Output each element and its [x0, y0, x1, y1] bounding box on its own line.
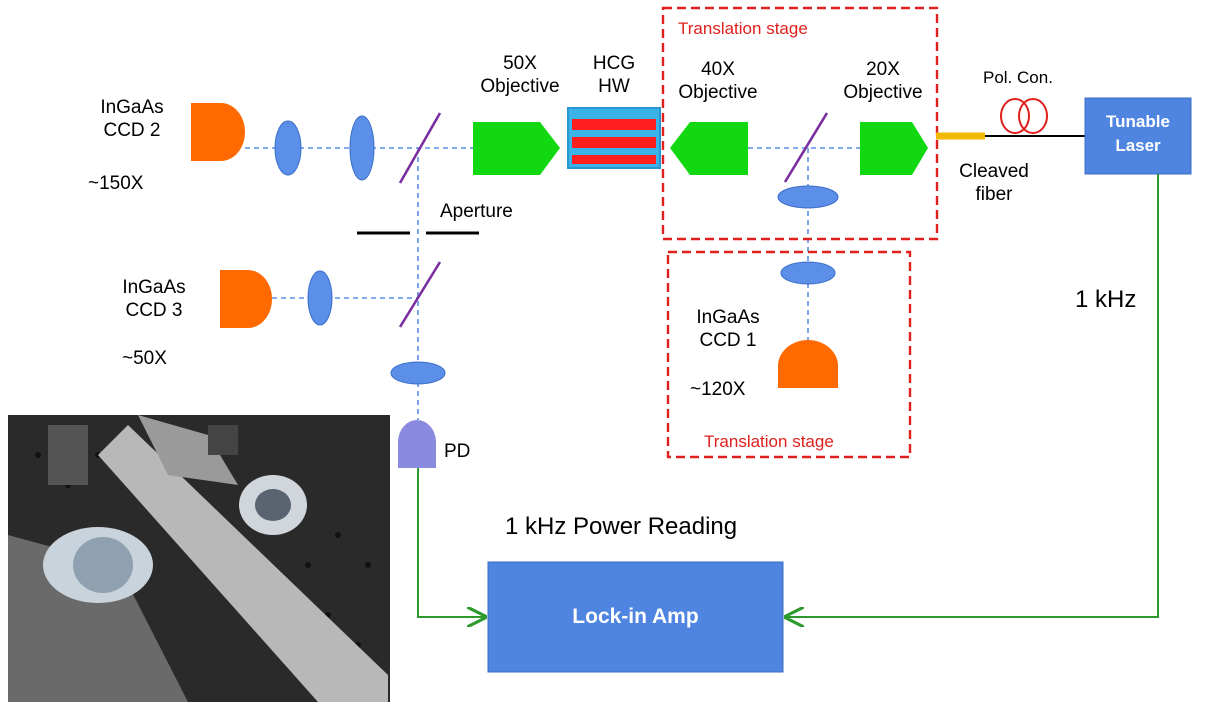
lens-ccd2-a-icon	[274, 120, 302, 176]
ccd2-label: InGaAs CCD 2	[100, 97, 164, 141]
lens-ccd2-b-icon	[349, 115, 375, 181]
tunable-laser-box	[1084, 97, 1192, 175]
beam-splitter-3-icon	[783, 112, 829, 183]
pd-detector-icon	[398, 420, 436, 468]
lab-setup-photo	[8, 415, 390, 702]
hcg-label: HCG HW	[592, 53, 636, 97]
signal-line-laser	[786, 174, 1159, 617]
lens-ccd1-a-icon	[777, 185, 839, 209]
ccd1-magnification: ~120X	[690, 379, 746, 400]
signal-line-pd	[417, 468, 485, 617]
polarization-controller-icon	[1000, 98, 1048, 134]
aperture-label: Aperture	[440, 201, 513, 222]
ccd2-detector-icon	[191, 103, 245, 161]
beam-paths	[245, 147, 860, 420]
power-reading-label: 1 kHz Power Reading	[505, 513, 738, 540]
lens-ccd1-b-icon	[780, 261, 836, 285]
ccd2-magnification: ~150X	[88, 173, 144, 194]
translation-stage-bottom-label: Translation stage	[704, 432, 834, 451]
polarization-controller-label: Pol. Con.	[983, 68, 1053, 87]
lens-pd-icon	[390, 361, 446, 385]
objective-40x-label: 40X Objective	[678, 59, 758, 103]
ccd3-magnification: ~50X	[122, 348, 167, 369]
objective-50x-label: 50X Objective	[480, 53, 560, 97]
ccd1-detector-icon	[778, 340, 838, 388]
translation-stage-top-label: Translation stage	[678, 19, 808, 38]
lens-ccd3-icon	[307, 270, 333, 326]
modulation-frequency-label: 1 kHz	[1075, 286, 1137, 313]
beam-splitter-1-icon	[398, 112, 442, 184]
objective-50x-icon	[473, 122, 560, 175]
ccd1-label: InGaAs CCD 1	[696, 307, 760, 351]
objective-20x-label: 20X Objective	[843, 59, 923, 103]
cleaved-fiber-label: Cleaved fiber	[959, 161, 1029, 205]
lockin-amp-box	[487, 561, 784, 673]
ccd3-detector-icon	[220, 270, 272, 328]
translation-stage-bottom-box	[666, 250, 912, 459]
ccd3-label: InGaAs CCD 3	[122, 277, 186, 321]
pd-label: PD	[444, 441, 471, 462]
objective-40x-icon	[670, 122, 748, 175]
objective-20x-icon	[860, 122, 928, 175]
tunable-laser-label: Tunable Laser	[1106, 112, 1170, 155]
beam-splitter-2-icon	[398, 261, 442, 328]
lockin-amp-label: Lock-in Amp	[572, 605, 699, 628]
hcg-waveguide-icon	[567, 107, 661, 169]
